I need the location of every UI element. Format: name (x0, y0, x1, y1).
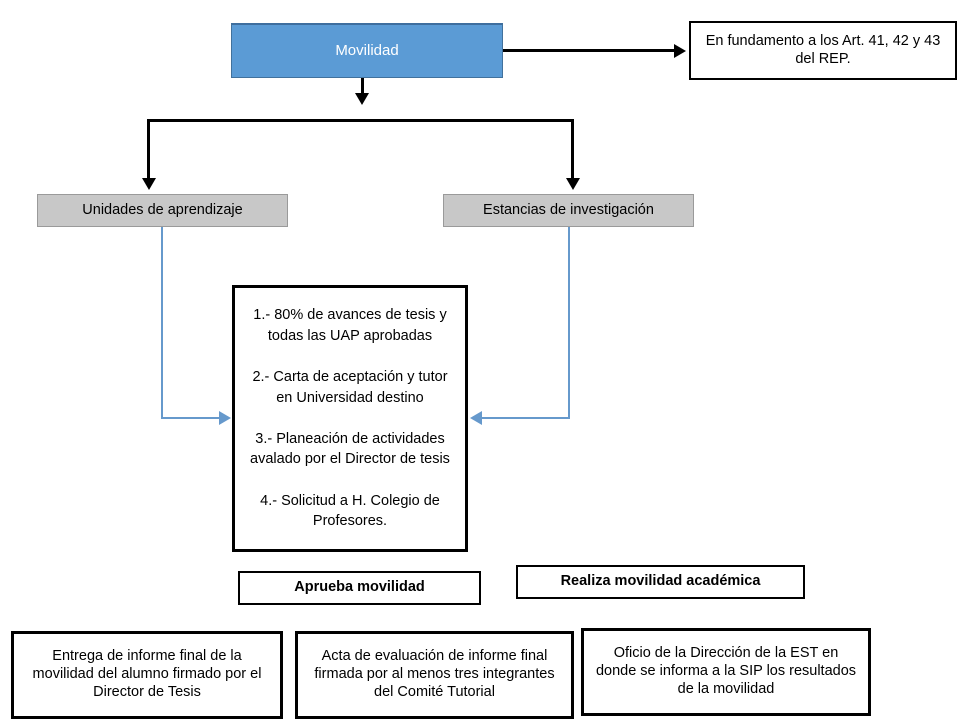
connector-root-to-reference (503, 49, 675, 52)
arrowhead-root-to-reference (674, 44, 686, 58)
node-estancias-de-investigacion[interactable]: Estancias de investigación (443, 194, 694, 227)
arrowhead-unidades-to-criteria (219, 411, 231, 425)
connector-estancias-down (568, 227, 570, 419)
node-reference-rep[interactable]: En fundamento a los Art. 41, 42 y 43 del… (689, 21, 957, 80)
node-entrega-informe-final[interactable]: Entrega de informe final de la movilidad… (11, 631, 283, 719)
node-entrega-informe-final-label: Entrega de informe final de la movilidad… (32, 648, 262, 700)
node-realiza-movilidad-academica-label: Realiza movilidad académica (560, 573, 761, 590)
arrowhead-split-to-estancias (566, 178, 580, 190)
node-realiza-movilidad-academica[interactable]: Realiza movilidad académica (516, 565, 805, 599)
node-oficio-direccion-est[interactable]: Oficio de la Dirección de la EST en dond… (581, 628, 871, 716)
node-movilidad-label: Movilidad (335, 41, 399, 59)
node-acta-evaluacion-informe[interactable]: Acta de evaluación de informe final firm… (295, 631, 574, 719)
connector-split-bar (147, 119, 574, 122)
connector-unidades-down (161, 227, 163, 419)
arrowhead-root-down-stub (355, 93, 369, 105)
node-requisitos-movilidad-label: 1.- 80% de avances de tesis y todas las … (250, 307, 450, 530)
connector-split-to-estancias (571, 119, 574, 181)
node-aprueba-movilidad[interactable]: Aprueba movilidad (238, 571, 481, 605)
connector-estancias-to-criteria (482, 417, 570, 419)
node-movilidad[interactable]: Movilidad (231, 23, 503, 78)
node-reference-rep-label: En fundamento a los Art. 41, 42 y 43 del… (705, 32, 941, 67)
node-unidades-de-aprendizaje[interactable]: Unidades de aprendizaje (37, 194, 288, 227)
connector-root-down-stub (361, 78, 364, 96)
arrowhead-split-to-unidades (142, 178, 156, 190)
arrowhead-estancias-to-criteria (470, 411, 482, 425)
connector-unidades-to-criteria (161, 417, 221, 419)
node-requisitos-movilidad[interactable]: 1.- 80% de avances de tesis y todas las … (232, 285, 468, 552)
node-unidades-de-aprendizaje-label: Unidades de aprendizaje (82, 201, 243, 218)
node-acta-evaluacion-informe-label: Acta de evaluación de informe final firm… (314, 648, 555, 700)
node-aprueba-movilidad-label: Aprueba movilidad (294, 579, 425, 596)
node-estancias-de-investigacion-label: Estancias de investigación (483, 201, 654, 218)
connector-split-to-unidades (147, 119, 150, 181)
node-oficio-direccion-est-label: Oficio de la Dirección de la EST en dond… (595, 645, 857, 697)
